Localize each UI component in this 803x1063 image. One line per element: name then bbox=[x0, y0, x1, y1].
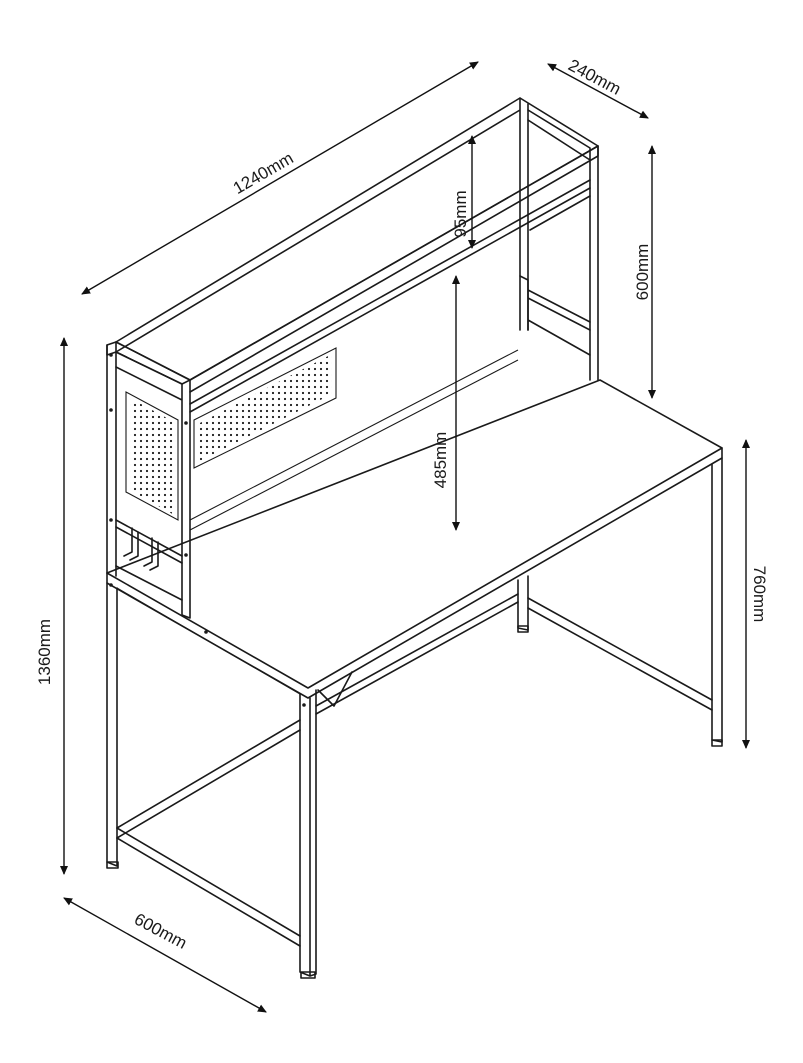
desk-top-edge bbox=[106, 447, 723, 699]
back-left-leg bbox=[517, 575, 529, 631]
hutch-drawing bbox=[106, 97, 599, 707]
dimension-arrows bbox=[60, 61, 750, 1013]
front-corner-foot bbox=[300, 971, 316, 979]
hutch-right-side-frame bbox=[527, 109, 599, 381]
shelf-gap-label: 95mm bbox=[451, 190, 470, 237]
front-left-leg bbox=[106, 582, 118, 867]
dimension-labels: 1240mm 240mm 95mm 600mm 485mm 760mm 1360… bbox=[35, 55, 769, 952]
inner-height-label: 485mm bbox=[431, 432, 450, 489]
hutch-left-base bbox=[115, 565, 183, 601]
top-shelf-surface bbox=[115, 97, 599, 381]
hutch-right-bars bbox=[519, 275, 591, 356]
desk-height-label: 760mm bbox=[750, 566, 769, 623]
front-left-foot bbox=[106, 861, 119, 869]
shelf-depth-label: 240mm bbox=[565, 55, 624, 98]
total-height-label: 1360mm bbox=[35, 619, 54, 685]
left-pegboard-holes bbox=[130, 398, 176, 516]
back-rail bbox=[189, 349, 519, 531]
back-under-stretcher bbox=[315, 593, 519, 715]
screw bbox=[109, 408, 113, 412]
desk-depth-label: 600mm bbox=[131, 909, 190, 952]
screw bbox=[109, 583, 113, 587]
shelf-depth-arrow bbox=[547, 63, 649, 119]
headphone-hook-2 bbox=[143, 537, 159, 571]
screw bbox=[184, 421, 188, 425]
screw bbox=[184, 553, 188, 557]
width-arrow bbox=[81, 61, 479, 295]
width-label: 1240mm bbox=[230, 148, 297, 198]
desk-depth-arrow bbox=[63, 897, 267, 1013]
back-pegboard-outline bbox=[193, 347, 337, 469]
hutch-left-top bbox=[106, 341, 191, 385]
back-left-foot bbox=[517, 625, 529, 633]
left-bottom-stretcher bbox=[116, 827, 301, 947]
front-corner-leg bbox=[299, 689, 317, 977]
hutch-left-post bbox=[106, 341, 117, 577]
screw bbox=[204, 630, 208, 634]
back-pegboard-holes bbox=[198, 354, 332, 462]
back-right-leg bbox=[711, 457, 723, 743]
right-side-stretcher bbox=[527, 597, 713, 711]
desk-drawing bbox=[106, 379, 723, 979]
support-bracket bbox=[317, 671, 353, 707]
screw bbox=[302, 703, 306, 707]
front-apron bbox=[116, 587, 301, 695]
screw bbox=[109, 353, 113, 357]
headphone-hook-1 bbox=[123, 527, 139, 561]
left-side-stretcher bbox=[116, 719, 301, 839]
shelf-under-rail bbox=[189, 179, 591, 413]
hutch-height-label: 600mm bbox=[633, 244, 652, 301]
hook-bar bbox=[115, 519, 183, 564]
back-right-foot bbox=[711, 739, 723, 747]
left-pegboard-outline bbox=[125, 391, 179, 521]
screw bbox=[109, 518, 113, 522]
